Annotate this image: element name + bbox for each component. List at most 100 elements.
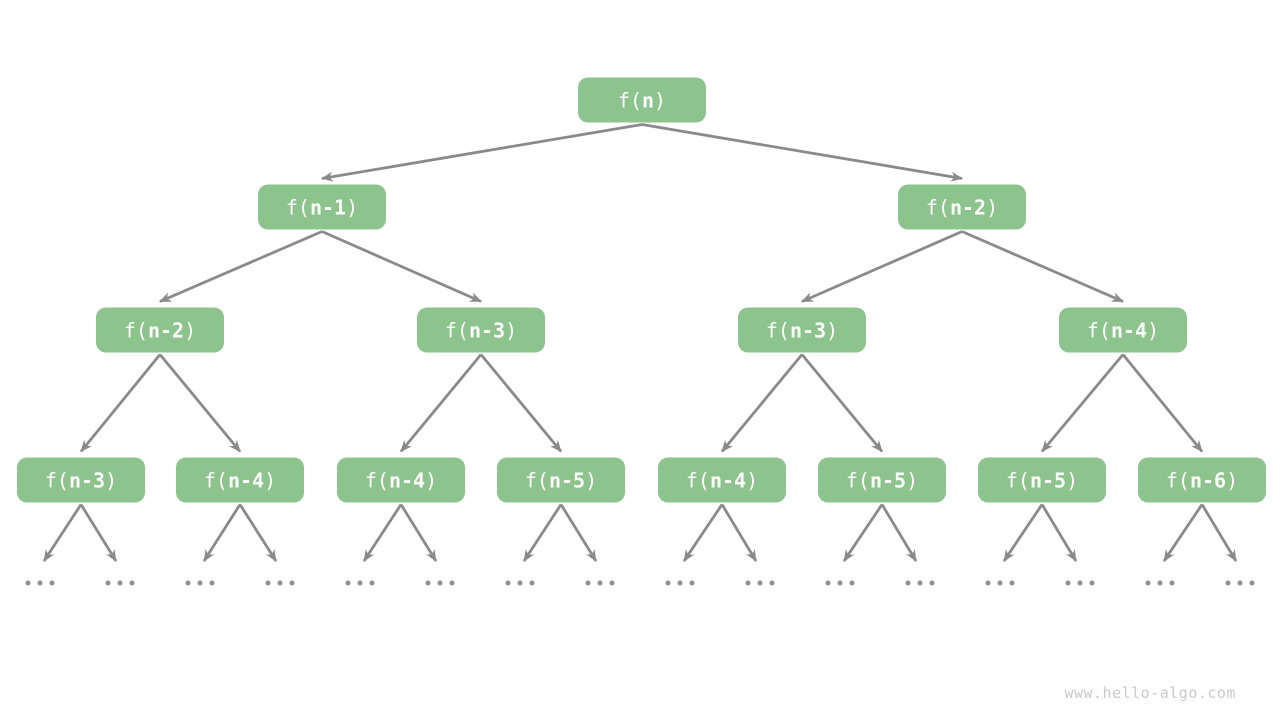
ellipsis-dot-icon (1089, 580, 1095, 586)
ellipsis-dot-icon (209, 580, 215, 586)
tree-node: f(n-4) (337, 457, 465, 503)
tree-edge-arrow (842, 503, 884, 562)
node-label-pre: f( (1165, 468, 1190, 492)
tree-edge-arrow (202, 503, 242, 562)
node-label-arg: n-1 (309, 195, 347, 219)
ellipsis-dot-icon (1249, 580, 1255, 586)
node-label-arg: n (642, 88, 655, 112)
node-label-pre: f( (364, 468, 389, 492)
ellipsis-dot-icon (997, 580, 1003, 586)
ellipsis-dot-icon (517, 580, 523, 586)
ellipsis-dot-icon (197, 580, 203, 586)
tree-node: f(n-5) (978, 457, 1106, 503)
tree-edge-arrow (641, 123, 963, 182)
ellipsis-dot-icon (529, 580, 535, 586)
tree-edge-arrow (399, 503, 438, 562)
node-label-post: ) (264, 468, 277, 492)
node-label-post: ) (184, 318, 197, 342)
ellipsis-dot-icon (1237, 580, 1243, 586)
ellipsis-dot-icon (665, 580, 671, 586)
ellipsis-dot-icon (609, 580, 615, 586)
node-label-arg: n-5 (548, 468, 586, 492)
ellipsis-dot-icon (25, 580, 31, 586)
ellipsis-dot-icon (1065, 580, 1071, 586)
ellipsis-node (665, 580, 695, 586)
ellipsis-dot-icon (505, 580, 511, 586)
ellipsis-dot-icon (449, 580, 455, 586)
tree-node: f(n-3) (738, 307, 866, 353)
tree-node: f(n-6) (1138, 457, 1266, 503)
tree-node: f(n-5) (497, 457, 625, 503)
ellipsis-node (265, 580, 295, 586)
ellipsis-node (425, 580, 455, 586)
ellipsis-dot-icon (1169, 580, 1175, 586)
node-label-pre: f( (1086, 318, 1111, 342)
ellipsis-dot-icon (49, 580, 55, 586)
node-label-pre: f( (1005, 468, 1030, 492)
node-label-arg: n-4 (709, 468, 747, 492)
node-label-post: ) (1147, 318, 1160, 342)
node-label-arg: n-4 (1110, 318, 1148, 342)
tree-edge-arrow (1162, 503, 1204, 562)
node-label-pre: f( (123, 318, 148, 342)
ellipsis-dot-icon (185, 580, 191, 586)
ellipsis-node (1145, 580, 1175, 586)
node-label-post: ) (585, 468, 598, 492)
node-label-arg: n-4 (388, 468, 426, 492)
node-label-arg: n-2 (147, 318, 185, 342)
ellipsis-dot-icon (265, 580, 271, 586)
tree-edge-arrow (362, 503, 403, 562)
ellipsis-node (105, 580, 135, 586)
ellipsis-dot-icon (917, 580, 923, 586)
ellipsis-node (985, 580, 1015, 586)
node-label-post: ) (1066, 468, 1079, 492)
ellipsis-dot-icon (345, 580, 351, 586)
node-label-post: ) (746, 468, 759, 492)
tree-edge-arrow (1002, 503, 1044, 562)
tree-edge-arrow (682, 503, 724, 562)
ellipsis-dot-icon (437, 580, 443, 586)
ellipsis-dot-icon (769, 580, 775, 586)
tree-node: f(n-2) (898, 184, 1026, 230)
node-label-post: ) (425, 468, 438, 492)
node-label-arg: n-6 (1189, 468, 1227, 492)
ellipsis-dot-icon (929, 580, 935, 586)
tree-node: f(n) (578, 77, 706, 123)
tree-edge-arrow (801, 230, 963, 303)
tree-edge-arrow (1040, 503, 1078, 562)
ellipsis-dot-icon (1157, 580, 1163, 586)
tree-edge-arrow (720, 353, 804, 453)
tree-edge-arrow (479, 353, 563, 453)
tree-node: f(n-4) (658, 457, 786, 503)
node-label-post: ) (505, 318, 518, 342)
ellipsis-dot-icon (585, 580, 591, 586)
tree-edge-arrow (522, 503, 563, 562)
node-label-pre: f( (617, 88, 642, 112)
node-label-arg: n-4 (227, 468, 265, 492)
tree-node: f(n-2) (96, 307, 224, 353)
tree-node: f(n-4) (1059, 307, 1187, 353)
node-label-post: ) (906, 468, 919, 492)
tree-edge-arrow (159, 230, 323, 303)
tree-edge-arrow (42, 503, 83, 562)
ellipsis-node (1065, 580, 1095, 586)
ellipsis-dot-icon (357, 580, 363, 586)
ellipsis-dot-icon (117, 580, 123, 586)
ellipsis-dot-icon (985, 580, 991, 586)
tree-edge-arrow (800, 353, 884, 453)
node-label-pre: f( (925, 195, 950, 219)
tree-node: f(n-1) (258, 184, 386, 230)
node-label-post: ) (986, 195, 999, 219)
node-label-pre: f( (765, 318, 790, 342)
node-label-arg: n-5 (1029, 468, 1067, 492)
ellipsis-dot-icon (905, 580, 911, 586)
node-label-post: ) (826, 318, 839, 342)
tree-edge-arrow (559, 503, 598, 562)
node-label-pre: f( (845, 468, 870, 492)
ellipsis-dot-icon (277, 580, 283, 586)
ellipsis-dot-icon (689, 580, 695, 586)
tree-edge-arrow (321, 230, 482, 303)
node-label-pre: f( (203, 468, 228, 492)
node-label-arg: n-5 (869, 468, 907, 492)
